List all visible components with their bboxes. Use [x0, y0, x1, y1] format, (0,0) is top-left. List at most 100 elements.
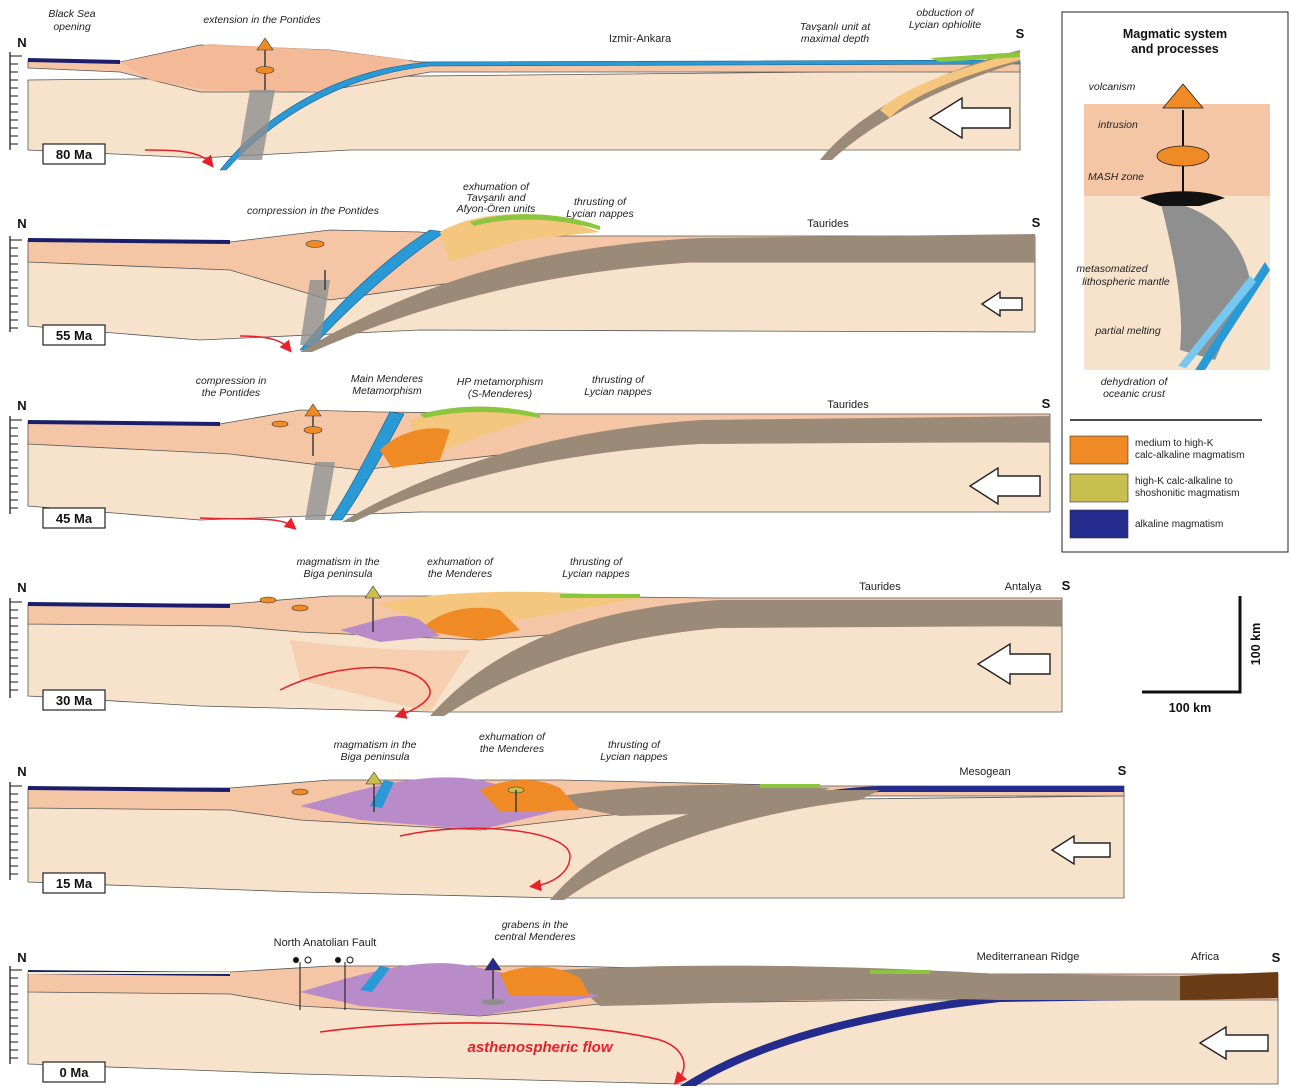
inset-intrusion	[1157, 146, 1209, 166]
depth-ticks	[10, 598, 22, 698]
label-mesogean: Mesogean	[959, 766, 1010, 778]
age-label: 15 Ma	[56, 876, 93, 891]
label-black-sea: Black Sea	[48, 8, 95, 20]
label-grabens-1: grabens in the	[502, 919, 569, 931]
label-exhum-1: exhumation of	[479, 731, 546, 743]
north-label: N	[17, 398, 26, 413]
depth-ticks	[10, 52, 22, 150]
label-africa: Africa	[1191, 951, 1220, 963]
legend-text-1a: high-K calc-alkaline to	[1135, 476, 1233, 487]
label-compression: compression in the Pontides	[247, 205, 380, 217]
panel-80ma: 80 Ma N S Black Sea opening extension in…	[10, 7, 1025, 170]
panel-0ma: asthenospheric flow 0 Ma N S North Anato…	[10, 919, 1281, 1086]
panel-15ma: 15 Ma N S magmatism in the Biga peninsul…	[10, 731, 1127, 900]
inset-partial: partial melting	[1094, 325, 1161, 337]
inset-volcano	[1163, 84, 1203, 108]
label-thrust-1: thrusting of	[592, 374, 645, 386]
label-hp-2: (S-Menderes)	[468, 388, 532, 400]
age-label: 80 Ma	[56, 147, 93, 162]
flow-arrow	[200, 518, 292, 526]
label-compression-2: the Pontides	[202, 387, 261, 399]
inset-title-2: and processes	[1131, 42, 1219, 56]
north-label: N	[17, 764, 26, 779]
age-label: 30 Ma	[56, 693, 93, 708]
legend-swatch-2	[1070, 510, 1128, 538]
label-taurides: Taurides	[859, 581, 901, 593]
label-taurides: Taurides	[827, 399, 869, 411]
south-label: S	[1032, 215, 1041, 230]
label-obduction-2: Lycian ophiolite	[909, 19, 981, 31]
nw-shelf	[28, 972, 230, 974]
label-exhum-2: the Menderes	[428, 568, 493, 580]
panel-45ma: 45 Ma N S compression in the Pontides Ma…	[10, 373, 1051, 528]
inset-title-1: Magmatic system	[1123, 27, 1227, 41]
age-label: 45 Ma	[56, 511, 93, 526]
age-label: 0 Ma	[60, 1065, 90, 1080]
label-obduction-1: obduction of	[916, 7, 974, 19]
south-label: S	[1272, 950, 1281, 965]
label-thrust-1: thrusting of	[608, 739, 661, 751]
label-thrust-2: Lycian nappes	[566, 208, 634, 220]
north-label: N	[17, 580, 26, 595]
label-biga-2: Biga peninsula	[304, 568, 373, 580]
label-thrust-1: thrusting of	[570, 556, 623, 568]
panel-30ma: 30 Ma N S magmatism in the Biga peninsul…	[10, 556, 1071, 716]
south-label: S	[1016, 26, 1025, 41]
label-compression-1: compression in	[196, 375, 267, 387]
green-unit	[760, 784, 820, 788]
legend-swatch-1	[1070, 474, 1128, 502]
label-grabens-2: central Menderes	[494, 931, 576, 943]
africa-block	[1180, 972, 1278, 1000]
age-label: 55 Ma	[56, 328, 93, 343]
depth-ticks	[10, 782, 22, 880]
inset-volcanism: volcanism	[1089, 81, 1136, 93]
label-thrust-2: Lycian nappes	[600, 751, 668, 763]
depth-ticks	[10, 236, 22, 332]
inset-meta-1: metasomatized	[1076, 263, 1148, 275]
legend-text-1b: shoshonitic magmatism	[1135, 488, 1239, 499]
label-exhum-3: Afyon-Ören units	[456, 203, 537, 215]
label-biga-1: magmatism in the	[334, 739, 417, 751]
magmatic-system-inset: Magmatic system and processes volcanism …	[1062, 12, 1288, 552]
south-label: S	[1062, 578, 1071, 593]
legend-text-0b: calc-alkaline magmatism	[1135, 450, 1244, 461]
label-hp-1: HP metamorphism	[457, 376, 544, 388]
north-label: N	[17, 35, 26, 50]
label-med-ridge: Mediterranean Ridge	[977, 951, 1080, 963]
legend-swatch-0	[1070, 436, 1128, 464]
label-naf: North Anatolian Fault	[274, 937, 377, 949]
depth-ticks	[10, 966, 22, 1064]
label-tavsanli-1: Tavşanlı unit at	[800, 21, 871, 33]
label-flow: asthenospheric flow	[467, 1039, 613, 1056]
south-label: S	[1118, 763, 1127, 778]
label-biga-1: magmatism in the	[297, 556, 380, 568]
label-exhum-1: exhumation of	[427, 556, 494, 568]
inset-dehyd-2: oceanic crust	[1103, 388, 1166, 400]
panel-55ma: 55 Ma N S compression in the Pontides ex…	[10, 181, 1041, 352]
north-label: N	[17, 216, 26, 231]
inset-mash-label: MASH zone	[1088, 171, 1144, 183]
green-unit	[870, 970, 930, 974]
scale-vertical-label: 100 km	[1249, 623, 1263, 665]
label-mmm-2: Metamorphism	[352, 385, 422, 397]
green-unit	[560, 594, 640, 598]
depth-ticks	[10, 416, 22, 514]
intrusion	[306, 241, 324, 248]
legend-text-0a: medium to high-K	[1135, 438, 1214, 449]
legend: medium to high-K calc-alkaline magmatism…	[1070, 436, 1244, 538]
label-tavsanli-2: maximal depth	[801, 33, 869, 45]
label-biga-2: Biga peninsula	[341, 751, 410, 763]
label-antalya: Antalya	[1005, 581, 1043, 593]
south-label: S	[1042, 396, 1051, 411]
label-izmir: Izmir-Ankara	[609, 33, 672, 45]
label-mmm-1: Main Menderes	[351, 373, 424, 385]
scale-bar: 100 km 100 km	[1142, 596, 1263, 715]
label-thrust-2: Lycian nappes	[584, 386, 652, 398]
legend-text-2a: alkaline magmatism	[1135, 519, 1223, 530]
inset-meta-2: lithospheric mantle	[1082, 276, 1170, 288]
label-thrust-2: Lycian nappes	[562, 568, 630, 580]
inset-dehyd-1: dehydration of	[1101, 376, 1169, 388]
label-extension: extension in the Pontides	[203, 14, 321, 26]
inset-intrusion-label: intrusion	[1098, 119, 1138, 131]
